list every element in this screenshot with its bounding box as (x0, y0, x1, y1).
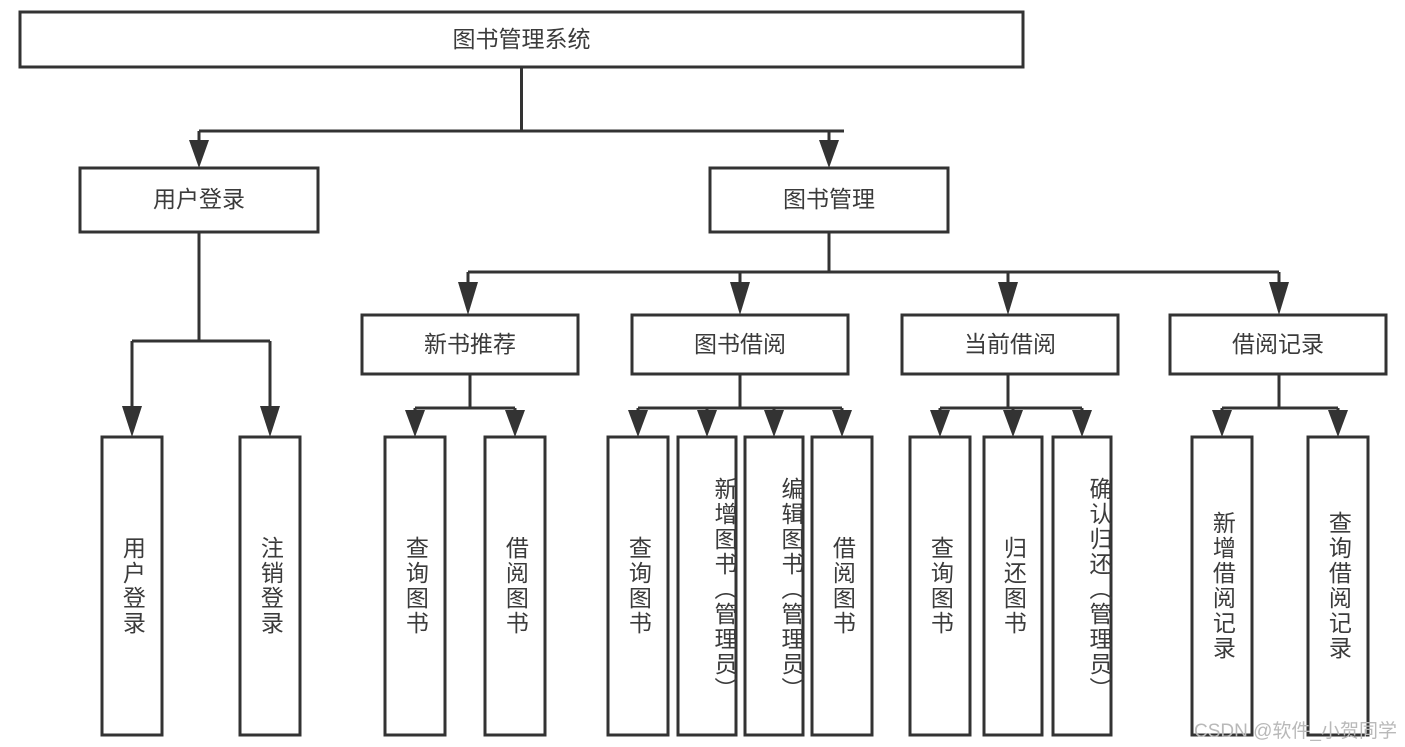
arrow-head-new-book-rec (458, 282, 478, 315)
leaf-box-logout[interactable] (238, 435, 302, 737)
node-new-book-recommend-label: 新书推荐 (424, 331, 516, 357)
node-current-borrow[interactable]: 当前借阅 (900, 313, 1120, 376)
arrow-head-leaf-edit-book (764, 410, 784, 437)
leaf-box-user-login[interactable] (100, 435, 164, 737)
node-book-management-label: 图书管理 (783, 186, 875, 212)
connectors-newbook-to-leaves (405, 374, 525, 437)
node-borrow-record-label: 借阅记录 (1232, 331, 1324, 357)
arrow-head-leaf-query-book-3 (930, 410, 950, 437)
arrow-head-book-mgmt (819, 140, 839, 168)
node-user-login[interactable]: 用户登录 (78, 166, 320, 234)
connectors-bookborrow-to-leaves (628, 374, 852, 437)
arrow-head-current-borrow (998, 282, 1018, 315)
watermark-text: CSDN @软件_小贺同学 (1194, 721, 1397, 742)
leaf-box-query-book-1[interactable] (383, 435, 447, 737)
arrow-head-leaf-logout (260, 406, 280, 437)
node-user-login-label: 用户登录 (153, 186, 245, 212)
arrow-head-borrow-record (1269, 282, 1289, 315)
connectors-borrowrecord-to-leaves (1212, 374, 1348, 437)
leaf-box-query-book-3[interactable] (908, 435, 972, 737)
node-new-book-recommend[interactable]: 新书推荐 (360, 313, 580, 376)
arrow-head-leaf-borrow-book-2 (832, 410, 852, 437)
leaf-box-return-book[interactable] (982, 435, 1044, 737)
node-book-management-box[interactable] (708, 166, 950, 234)
connectors-bookmgmt-to-level3 (458, 232, 1289, 315)
arrow-head-user-login (189, 140, 209, 168)
arrow-head-leaf-add-record (1212, 410, 1232, 437)
arrow-head-leaf-confirm-return (1072, 410, 1092, 437)
node-book-borrow-label: 图书借阅 (694, 331, 786, 357)
arrow-head-leaf-user-login (122, 406, 142, 437)
arrow-head-book-borrow (730, 282, 750, 315)
arrow-head-leaf-query-record (1328, 410, 1348, 437)
node-borrow-record-box[interactable] (1168, 313, 1388, 376)
connectors-userlogin-to-leaves (122, 232, 280, 437)
leaf-box-add-book-admin[interactable] (676, 435, 738, 737)
node-user-login-box[interactable] (78, 166, 320, 234)
connectors-currentborrow-to-leaves (930, 374, 1092, 437)
node-current-borrow-box[interactable] (900, 313, 1120, 376)
node-root-label: 图书管理系统 (453, 26, 591, 52)
arrow-head-leaf-add-book (697, 410, 717, 437)
connectors-root-to-level2 (189, 67, 844, 168)
arrow-head-leaf-return-book (1003, 410, 1023, 437)
leaf-box-query-borrow-record[interactable] (1306, 435, 1370, 737)
leaf-box-borrow-book-2[interactable] (810, 435, 874, 737)
leaf-boxes (100, 435, 1370, 737)
node-borrow-record[interactable]: 借阅记录 (1168, 313, 1388, 376)
node-root-book-management-system[interactable]: 图书管理系统 (18, 10, 1025, 69)
node-book-management[interactable]: 图书管理 (708, 166, 950, 234)
node-root-box[interactable] (18, 10, 1025, 69)
node-book-borrow[interactable]: 图书借阅 (630, 313, 850, 376)
arrow-head-leaf-query-book-2 (628, 410, 648, 437)
leaf-box-query-book-2[interactable] (606, 435, 670, 737)
leaf-box-borrow-book-1[interactable] (483, 435, 547, 737)
arrow-head-leaf-borrow-book-1 (505, 410, 525, 437)
leaf-box-confirm-return-admin[interactable] (1051, 435, 1113, 737)
leaf-box-edit-book-admin[interactable] (743, 435, 805, 737)
node-book-borrow-box[interactable] (630, 313, 850, 376)
node-new-book-recommend-box[interactable] (360, 313, 580, 376)
leaf-box-add-borrow-record[interactable] (1190, 435, 1254, 737)
node-current-borrow-label: 当前借阅 (964, 331, 1056, 357)
arrow-head-leaf-query-book-1 (405, 410, 425, 437)
